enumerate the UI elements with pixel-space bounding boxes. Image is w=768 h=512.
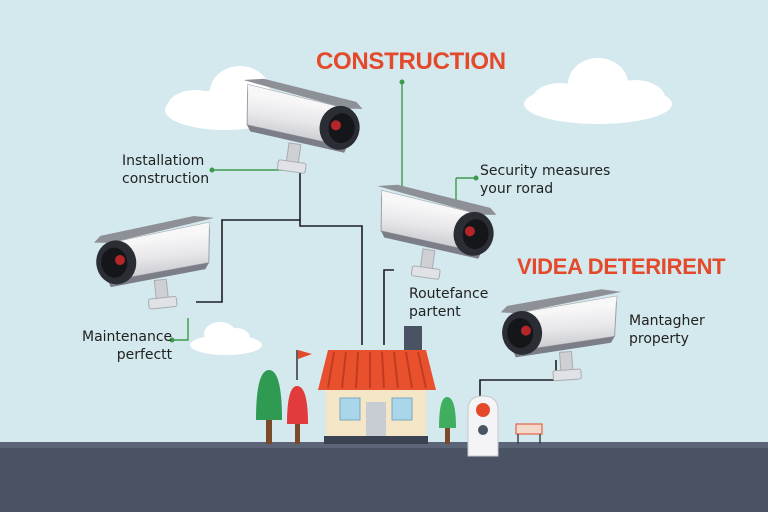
- tree-green-left: [256, 370, 282, 444]
- heading-video-deterrent: VIDEA DETERIRENT: [517, 254, 726, 279]
- label-installation-line1: Installatiom: [122, 153, 205, 169]
- bench: [515, 423, 543, 444]
- label-manager-line2: property: [629, 331, 689, 347]
- camera-right: [500, 288, 628, 384]
- label-maintenance: Maintenance perfectt: [82, 328, 172, 364]
- label-installation-line2: construction: [122, 171, 210, 187]
- label-route-line1: Routefance: [409, 286, 489, 302]
- tree-red: [287, 386, 308, 444]
- flag: [296, 350, 312, 380]
- label-security-line2: your rorad: [480, 181, 554, 197]
- label-route: Routefance partent: [409, 285, 488, 321]
- label-maintenance-line2: perfectt: [116, 347, 173, 363]
- camera-left: [92, 214, 223, 314]
- label-route-line2: partent: [409, 304, 461, 320]
- cloud-right: [524, 58, 672, 124]
- label-security-line1: Security measures: [480, 163, 611, 179]
- camera-top: [231, 75, 366, 181]
- road: [0, 442, 768, 512]
- house: [318, 326, 436, 444]
- cloud-small: [190, 322, 262, 355]
- tree-green-right: [439, 397, 456, 444]
- label-manager-line1: Mantagher: [629, 313, 705, 329]
- label-maintenance-line1: Maintenance: [82, 329, 173, 345]
- label-security: Security measures your rorad: [480, 162, 610, 198]
- camera-wiring: [196, 170, 557, 398]
- label-manager: Mantagher property: [629, 312, 705, 348]
- utility-box: [467, 395, 499, 457]
- label-installation: Installatiom construction: [122, 152, 209, 188]
- heading-construction: CONSTRUCTION: [316, 48, 506, 75]
